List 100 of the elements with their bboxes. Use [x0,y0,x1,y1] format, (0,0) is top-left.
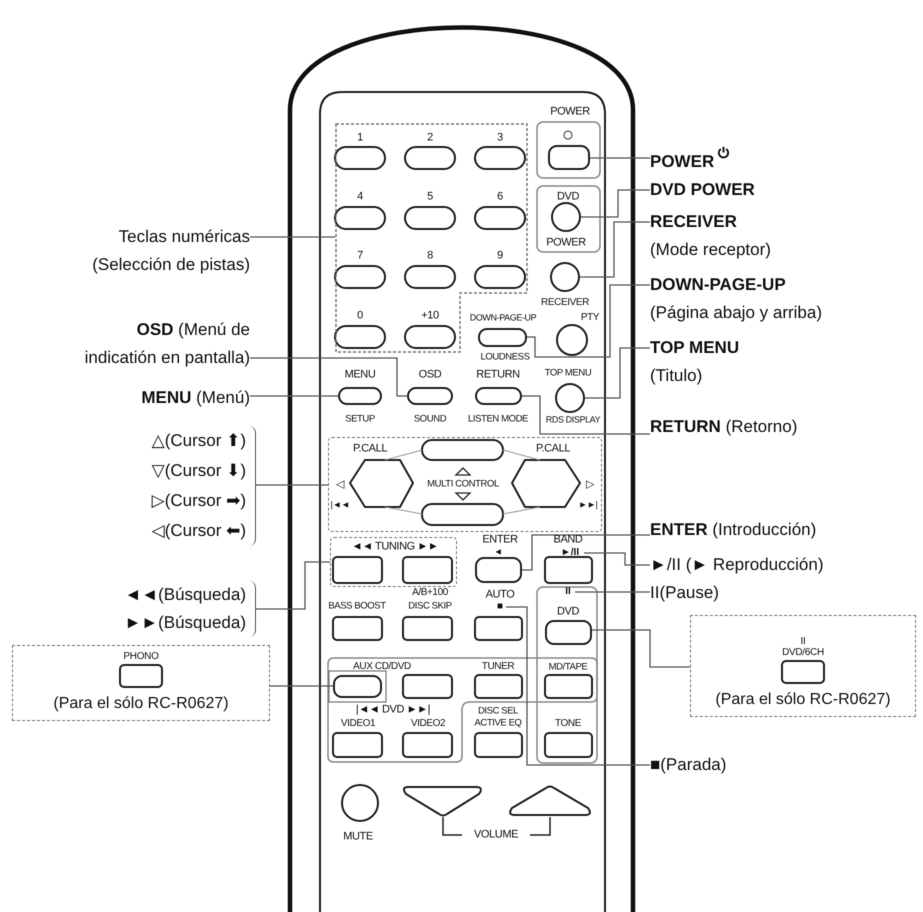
callout-text: (Mode receptor) [650,240,771,259]
button-label: SOUND [414,414,446,424]
button-label: LOUDNESS [480,352,530,362]
button-label: 8 [427,250,433,262]
button-label: 6 [497,192,503,202]
callout-text: △(Cursor ⬆) [152,431,246,450]
leader-line [506,606,650,766]
button-label: BAND [554,534,582,546]
button-label: +10 [421,310,439,322]
round-button [551,202,581,232]
remote-button [475,557,522,583]
button-label: LISTEN MODE [468,414,528,424]
button-label: PHONO [123,651,159,662]
leader-line [256,484,328,486]
remote-button [478,328,527,347]
button-label: 9 [497,250,503,262]
button-label: 0 [357,310,363,322]
button-label: MULTI CONTROL [427,479,499,489]
button-label: |◄◄ [330,500,350,510]
button-label: TOP MENU [544,368,592,378]
button-label: MENU [344,370,376,380]
button-label: ACTIVE EQ [474,718,522,728]
caption-text: (Para el sólo RC-R0627) [715,690,891,710]
button-label: 4 [357,192,363,202]
button-label: POWER [546,238,586,248]
button-label: SETUP [345,414,375,424]
button-label: DVD [556,606,580,618]
inset-box [12,645,270,721]
callout-text: TOP MENU [650,338,740,357]
button-label: 7 [357,250,363,262]
button-label: AUX CD/DVD [353,662,411,672]
remote-button [545,620,592,645]
button-label: DOWN-PAGE-UP [470,314,536,322]
button-label: P.CALL [352,444,388,454]
button-label: BASS BOOST [328,601,386,611]
button-label: RDS DISPLAY [546,416,600,424]
button-symbol: ■ [494,600,506,613]
button-label: OSD [418,370,442,380]
caption-text: (Para el sólo RC-R0627) [53,694,229,714]
leader-line [575,591,650,593]
remote-button [338,387,382,405]
callout-text: ►►(Búsqueda) [124,613,246,632]
button-label: DVD/6CH [782,647,824,658]
button-label: II [800,636,806,647]
button-symbol: ►/II [556,546,584,559]
leader-line [270,685,333,687]
button-label: ◄◄ TUNING ►► [352,542,438,552]
button-label: ◄ [494,548,502,556]
callout-text: ▽(Cursor ⬇) [152,461,246,480]
button-symbol: II [561,585,575,598]
button-label: VIDEO1 [340,719,376,729]
button-label: P.CALL [536,444,570,454]
callout-text: MENU (Menú) [141,384,250,412]
button-label: A/B+100 [412,588,448,598]
button-label: MD/TAPE [548,662,588,672]
callout-text: (Página abajo y arriba) [650,303,822,322]
inset-box [690,615,916,717]
button-label: 5 [427,192,433,202]
button-label: MUTE [343,832,373,842]
button-label: ◁ [336,480,344,490]
button-label: RETURN [476,370,520,380]
callout-text: ■(Parada) [650,751,726,779]
callout-text: ENTER (Introducción) [650,516,816,544]
callout-text: (Selección de pistas) [92,255,250,274]
button-label: ▷ [586,480,594,490]
button-label: PTY [580,313,600,323]
remote-button [548,145,590,170]
leader-line [581,189,650,218]
callout-text: ▷(Cursor ➡) [152,491,246,510]
button-label: DVD [556,192,580,202]
leader-line [250,236,335,238]
remote-button [333,675,382,698]
button-label: DISC SKIP [408,601,452,611]
button-label: TUNER [482,662,514,672]
remote-button [407,387,453,405]
button-label: 2 [427,132,433,144]
button-label: AUTO [486,590,514,600]
callout-text: ◁(Cursor ⬅) [152,521,246,540]
leader-line [250,357,407,397]
leader-line [592,629,690,668]
round-button [555,383,585,413]
leader-line [584,552,650,566]
button-label: DISC SEL [478,706,518,716]
callout-text: ►/II (► Reproducción) [650,551,824,579]
leader-line [522,395,650,435]
button-group-outline [330,537,457,587]
callout-text: Teclas numéricas [118,227,250,246]
leader-line [580,221,650,278]
leader-line [522,534,650,571]
button-label: POWER [550,106,590,118]
callout-text: ◄◄(Búsqueda) [124,585,246,604]
button-label: TONE [555,719,581,729]
leader-line [585,347,650,399]
callout-text: POWER [650,152,714,171]
button-label: VOLUME [474,830,518,840]
round-button [550,262,580,292]
callout-text: II(Pause) [650,579,719,607]
callout-text: RETURN (Retorno) [650,413,798,441]
callout-text: OSD (Menú de indicatión en pantalla) [70,316,250,372]
button-label: 3 [497,132,503,144]
